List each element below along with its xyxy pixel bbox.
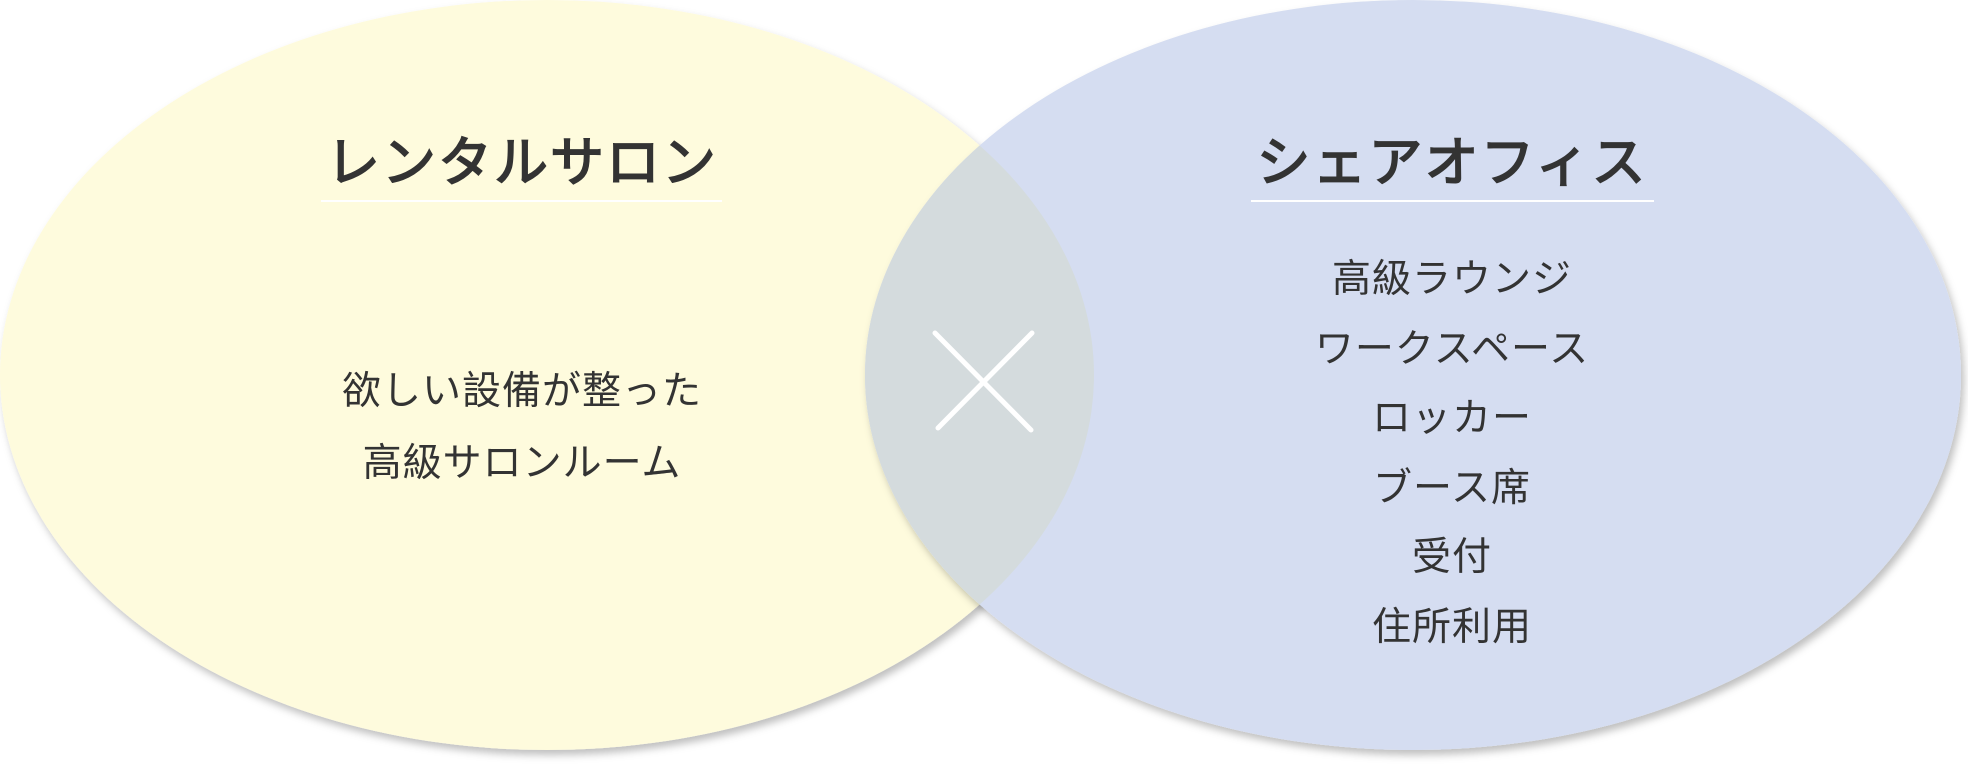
share-office-title: シェアオフィス: [1256, 131, 1648, 194]
feature-item: 受付: [1411, 535, 1492, 580]
feature-item: ワークスペース: [1314, 326, 1590, 372]
description-line: 高級サロンルーム: [362, 441, 682, 486]
feature-item: 高級ラウンジ: [1331, 257, 1572, 302]
share-office-circle: [865, 0, 1961, 750]
rental-salon-title: レンタルサロン: [326, 131, 718, 194]
description-line: 欲しい設備が整った: [341, 369, 702, 414]
feature-item: 住所利用: [1371, 604, 1532, 650]
share-office-divider: [1251, 200, 1654, 202]
feature-item: ロッカー: [1371, 396, 1532, 441]
rental-salon-description: 欲しい設備が整った 高級サロンルーム: [222, 356, 822, 500]
rental-salon-circle: [0, 0, 1094, 750]
rental-salon-divider: [321, 200, 722, 202]
multiply-icon: [932, 330, 1035, 433]
feature-item: ブース席: [1372, 465, 1532, 511]
share-office-features: 高級ラウンジ ワークスペース ロッカー ブース席 受付 住所利用: [1152, 245, 1752, 662]
